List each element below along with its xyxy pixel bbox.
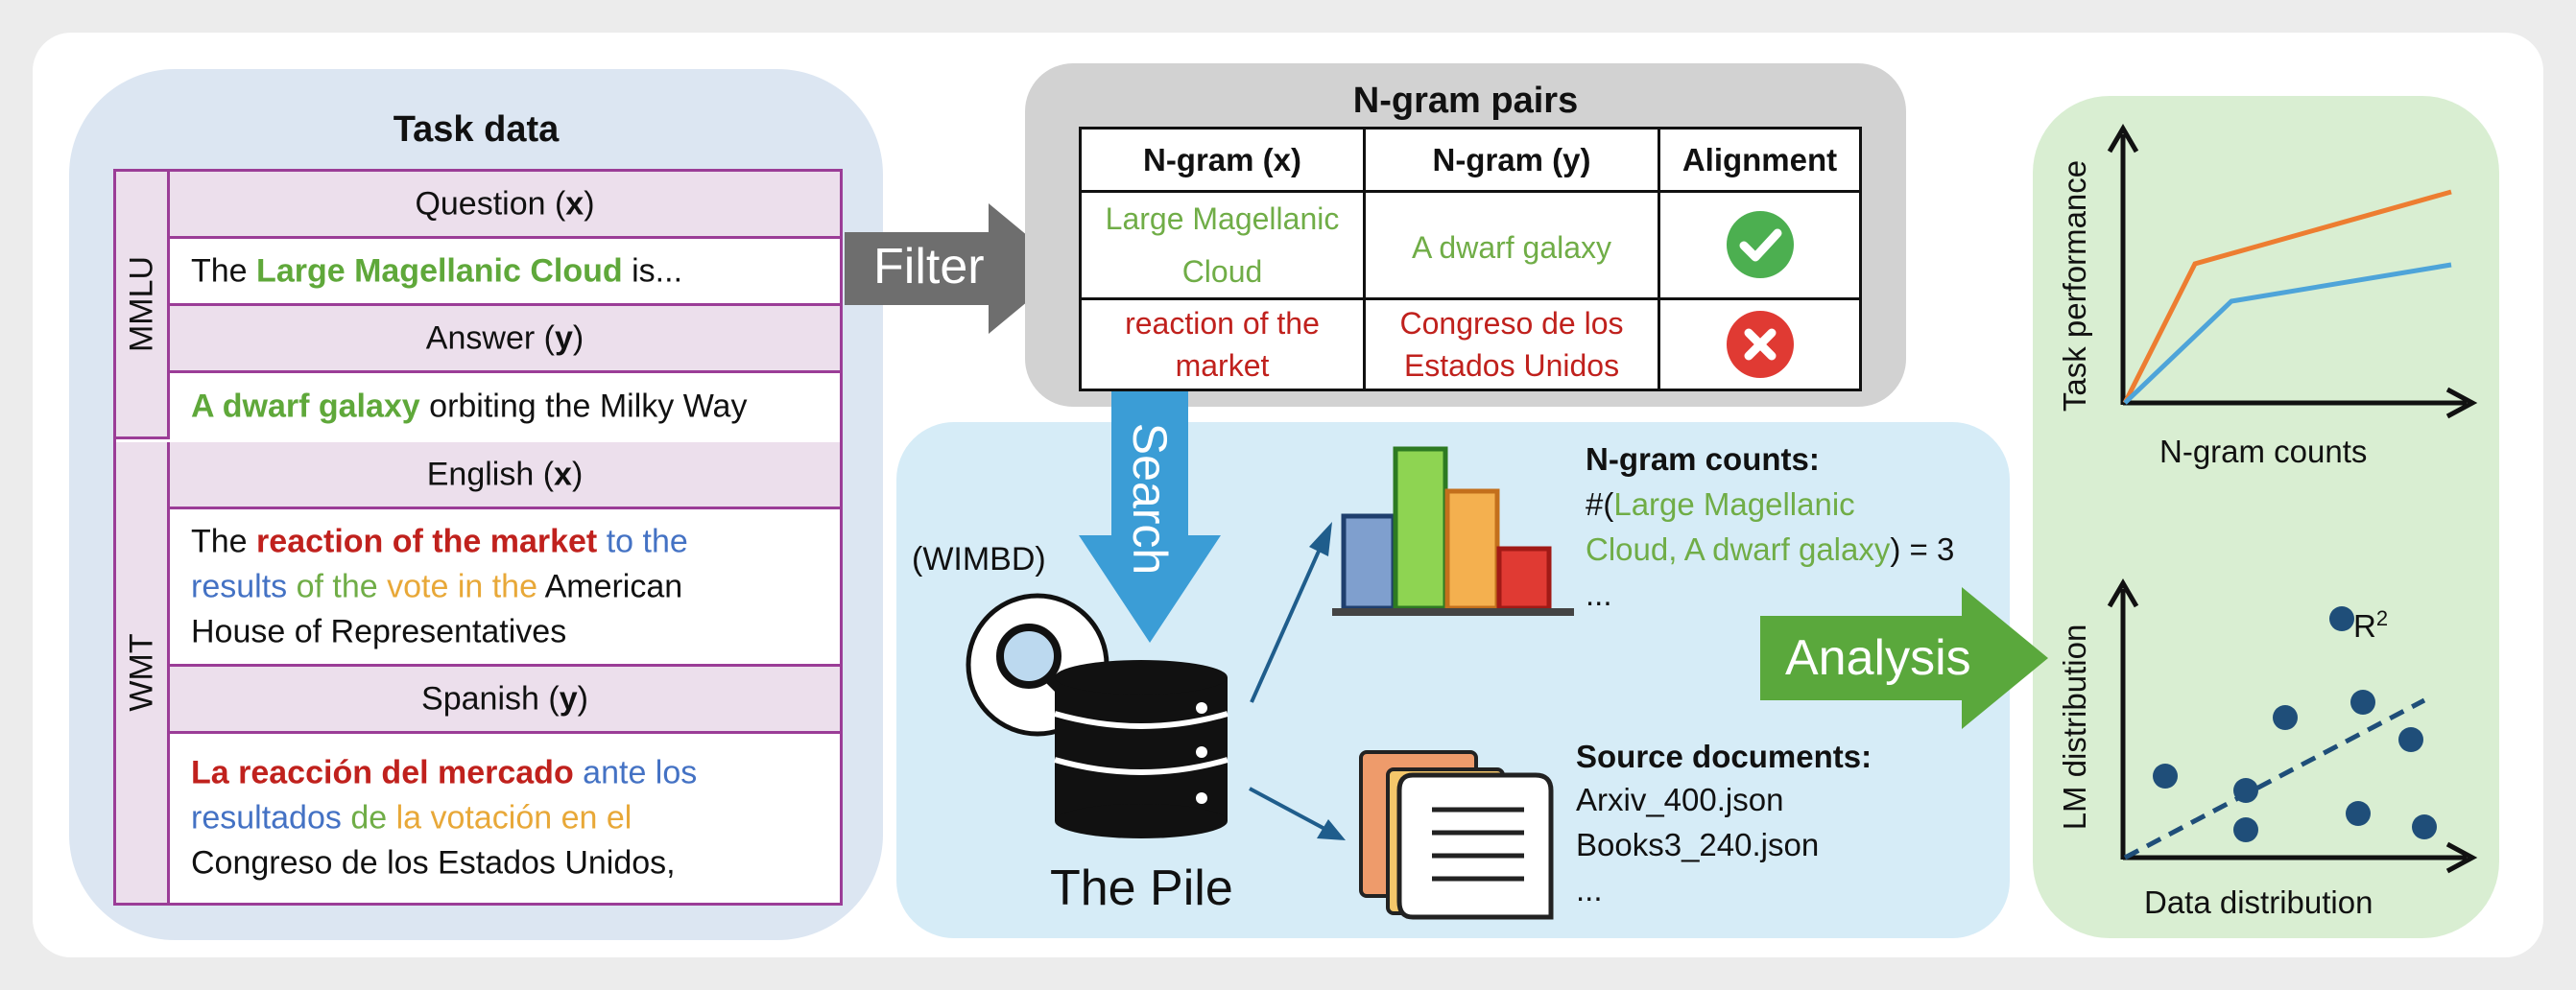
mmlu-group-label: MMLU [116,172,170,436]
wmt-group: WMT English (x) The reaction of the mark… [116,442,840,903]
r-squared-label: R2 [2353,606,2389,644]
mmlu-question-text: The Large Magellanic Cloud is... [170,239,840,306]
scatter-dot [2233,817,2258,842]
mmlu-answer-header: Answer (y) [170,306,840,373]
pairs-header-x: N-gram (x) [1082,130,1366,193]
documents-icon [1359,750,1554,920]
blue-trend-line [2123,262,2452,405]
mmlu-question-header: Question (x) [170,172,840,239]
wmt-english-text: The reaction of the market to the result… [170,509,840,667]
data-distribution-xlabel: Data distribution [2144,884,2373,920]
task-performance-ylabel: Task performance [2057,159,2092,412]
wmt-english-header: English (x) [170,442,840,509]
lm-distribution-plot [2107,578,2478,874]
search-label: Search [1123,422,1177,576]
task-data-panel: Task data MMLU Question (x) The Large Ma… [69,69,883,940]
ngram-counts-body: #(Large Magellanic Cloud, A dwarf galaxy… [1586,486,1955,612]
analysis-results-panel [2033,96,2499,938]
source-docs-list: Arxiv_400.json Books3_240.json ... [1576,777,1819,912]
arrow-to-counts-icon [1250,522,1332,703]
wmt-spanish-text: La reacción del mercado ante los resulta… [170,734,840,903]
scatter-dot [2398,727,2423,752]
source-doc-item: Arxiv_400.json [1576,782,1784,817]
ngram-pairs-panel: N-gram pairs N-gram (x) N-gram (y) Align… [1025,63,1906,407]
scatter-dot [2273,705,2298,730]
scatter-dot [2329,606,2354,631]
source-doc-item: ... [1576,872,1603,908]
pairs-header-alignment: Alignment [1660,130,1859,193]
task-data-table: MMLU Question (x) The Large Magellanic C… [113,169,843,906]
task-data-title: Task data [393,109,560,150]
search-arrow-icon [1079,391,1221,643]
scatter-dot [2412,814,2437,839]
scatter-dot [2350,690,2375,715]
bar-chart-icon [1332,446,1574,616]
ngram-counts-xlabel: N-gram counts [2159,434,2368,469]
pile-label: The Pile [1050,860,1233,916]
pair-1-y: A dwarf galaxy [1366,193,1660,300]
analysis-label: Analysis [1785,630,1971,686]
wmt-spanish-header: Spanish (y) [170,667,840,734]
regression-dashed-line [2123,697,2426,860]
lm-distribution-ylabel: LM distribution [2057,624,2092,831]
orange-trend-line [2122,189,2452,405]
analysis-arrow-icon [1760,587,2048,729]
wmt-group-label: WMT [116,442,170,903]
filter-label: Filter [873,239,985,295]
ngram-pairs-table: N-gram (x) N-gram (y) Alignment Large Ma… [1079,127,1862,391]
source-doc-item: Books3_240.json [1576,827,1820,862]
mmlu-group: MMLU Question (x) The Large Magellanic C… [116,172,840,439]
ngram-pairs-title: N-gram pairs [1352,81,1579,121]
x-circle-icon [1727,311,1794,378]
mmlu-answer-text: A dwarf galaxy orbiting the Milky Way [170,373,840,439]
scatter-dot [2346,801,2371,826]
source-docs-title: Source documents: [1576,739,1872,774]
scatter-dot [2153,764,2178,789]
pair-2-alignment [1660,300,1859,389]
database-icon [1054,660,1228,838]
check-circle-icon [1727,211,1794,278]
pair-1-alignment [1660,193,1859,300]
filter-arrow-icon [845,203,1067,334]
task-performance-plot [2107,124,2478,419]
ngram-counts-title: N-gram counts: [1586,441,1820,477]
pairs-header-y: N-gram (y) [1366,130,1660,193]
scatter-points [2153,606,2437,842]
arrow-to-docs-icon [1249,787,1346,840]
scatter-dot [2233,778,2258,803]
wimbd-label: (WIMBD) [912,541,1046,578]
